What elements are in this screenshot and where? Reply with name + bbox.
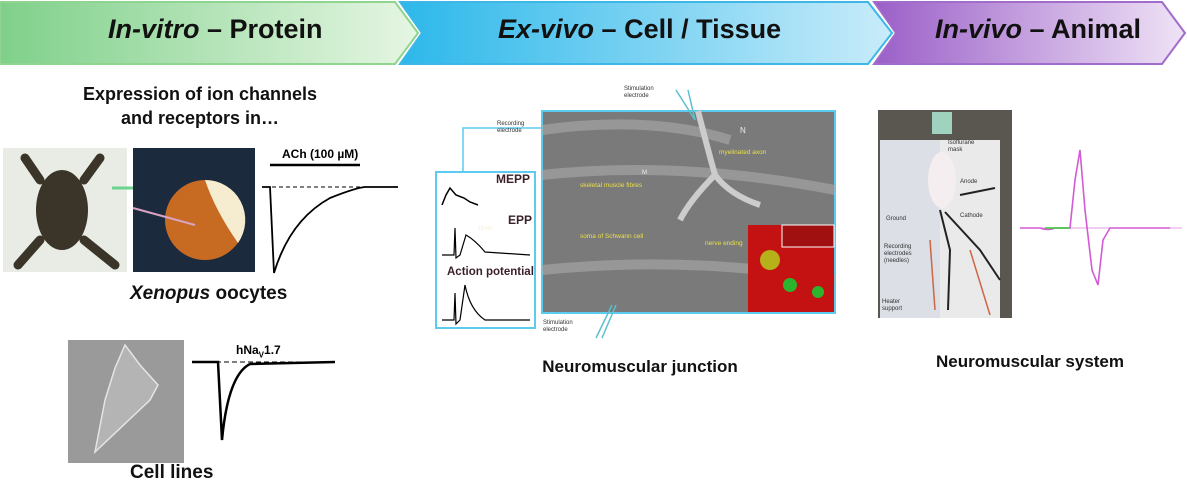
epp-trace [442, 227, 531, 260]
label-n: N [740, 126, 746, 135]
mepp-label: MEPP [496, 172, 531, 186]
frog-photo [3, 148, 127, 272]
banner-arrows [0, 1, 1187, 65]
heater-support-label: Heater support [882, 299, 903, 312]
epp-label: EPP [508, 213, 533, 227]
stimulation-electrode-bottom-label: Stimulation electrode [543, 320, 573, 333]
label-myelinated-axon: myelinated axon [719, 149, 767, 156]
scale-label: 10 mV [478, 226, 493, 232]
in-vivo-figures [878, 110, 1182, 318]
isoflurane-label: Isoflurane mask [948, 140, 975, 153]
mepp-trace [441, 186, 479, 206]
recording-electrode-label: Recording electrode [497, 121, 525, 134]
banner-title-ex-vivo: Ex-vivo – Cell / Tissue [498, 14, 782, 44]
banner-ex-vivo [398, 1, 894, 65]
oocyte-caption: Xenopus oocytes [130, 283, 288, 304]
cathode-label: Cathode [960, 213, 983, 219]
cell-photo [68, 340, 184, 463]
ach-label: ACh (100 µM) [282, 147, 359, 161]
label-m: M [642, 170, 647, 176]
stimulation-electrode-top-label: Stimulation electrode [624, 86, 654, 99]
ground-label: Ground [886, 216, 907, 222]
ach-current-trace [262, 186, 398, 274]
nav-label: hNaV1.7 [236, 343, 281, 360]
traces-box [435, 171, 536, 329]
oocyte-photo [132, 148, 255, 272]
action-potential-label: Action potential [447, 266, 534, 278]
recording-electrodes-label: Recording electrodes (needles) [884, 244, 912, 264]
emg-trace [1020, 149, 1170, 286]
cell-lines-caption: Cell lines [130, 462, 214, 483]
nav-current-trace [192, 360, 336, 441]
label-soma-schwann: soma of Schwann cell [580, 233, 644, 240]
anode-label: Anode [960, 179, 978, 185]
banner-title-in-vitro: In-vitro – Protein [108, 14, 323, 44]
in-vitro-figures [3, 148, 398, 463]
label-skeletal-muscle-fibres: skeletal muscle fibres [580, 182, 643, 189]
action-potential-trace [442, 284, 530, 326]
neuromuscular-system-caption: Neuromuscular system [935, 352, 1125, 371]
ex-vivo-figures [435, 89, 836, 339]
banner-in-vivo [872, 1, 1187, 65]
banner-in-vitro [0, 1, 420, 65]
banner-title-in-vivo: In-vivo – Animal [935, 14, 1142, 44]
label-nerve-ending: nerve ending [705, 240, 743, 247]
nmj-caption: Neuromuscular junction [542, 357, 738, 376]
